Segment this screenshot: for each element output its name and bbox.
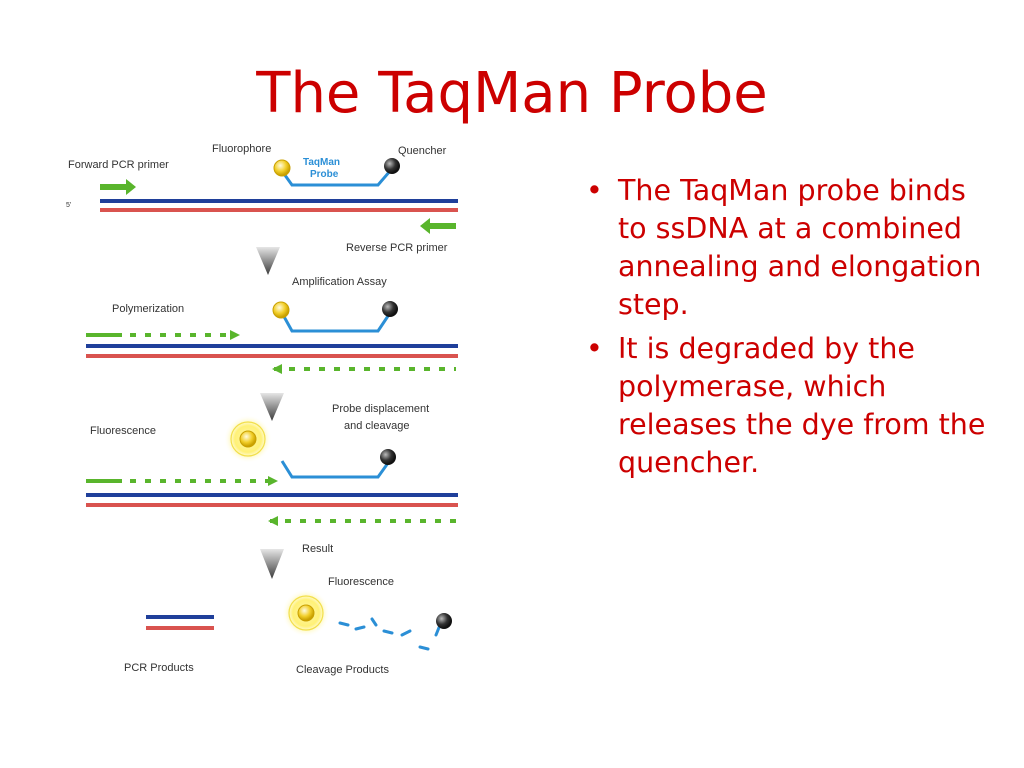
forward-primer-arrow <box>100 179 136 195</box>
down-arrow-icon <box>256 247 280 275</box>
down-arrow-icon <box>260 549 284 579</box>
label-forward-primer: Forward PCR primer <box>68 159 169 171</box>
dna-strand-top <box>86 344 458 348</box>
dna-strand-bottom <box>86 503 458 507</box>
pcr-product-bottom <box>146 626 214 630</box>
label-quencher: Quencher <box>398 145 447 157</box>
label-displacement-2: and cleavage <box>344 420 409 432</box>
quencher-icon <box>436 613 452 629</box>
panel-polymerization: Polymerization <box>86 301 458 374</box>
strand-marker: 5' <box>66 202 71 209</box>
bullet-text: The TaqMan probe binds to ssDNA at a com… <box>618 174 982 321</box>
label-probe-line2: Probe <box>310 169 339 180</box>
label-fluorophore: Fluorophore <box>212 143 271 155</box>
reverse-primer-arrow <box>420 218 456 234</box>
fluorophore-icon <box>239 430 257 448</box>
bullet-dot-icon: • <box>586 174 603 207</box>
label-probe-line1: TaqMan <box>303 157 340 168</box>
probe <box>280 170 392 187</box>
reverse-arrowhead <box>272 364 282 374</box>
glow-ring <box>230 421 266 457</box>
bullet-item: • It is degraded by the polymerase, whic… <box>582 330 1002 482</box>
down-arrow-icon <box>260 393 284 421</box>
label-fluorescence-result: Fluorescence <box>328 576 394 588</box>
probe-fragments <box>338 617 442 651</box>
fluorophore-icon <box>297 604 315 622</box>
slide-title: The TaqMan Probe <box>256 61 768 126</box>
dna-strand-bottom <box>86 354 458 358</box>
quencher-icon <box>384 158 400 174</box>
bullet-text: It is degraded by the polymerase, which … <box>618 332 986 479</box>
dna-strand-top <box>86 493 458 497</box>
probe <box>280 312 392 333</box>
label-cleavage-products: Cleavage Products <box>296 664 389 676</box>
panel-cleavage: Fluorescence <box>86 415 458 526</box>
label-polymerization: Polymerization <box>112 303 184 315</box>
panel-result: Fluorescence PCR Products Cleavage Produ… <box>124 576 452 676</box>
bullet-item: • The TaqMan probe binds to ssDNA at a c… <box>582 172 1002 324</box>
label-amplification: Amplification Assay <box>292 276 387 288</box>
fluorophore-icon <box>273 159 291 177</box>
extension-arrowhead <box>230 330 240 340</box>
fluorophore-icon <box>272 301 290 319</box>
glow-ring <box>288 595 324 631</box>
label-reverse-primer: Reverse PCR primer <box>346 242 448 254</box>
pcr-product-top <box>146 615 214 619</box>
bullet-list: • The TaqMan probe binds to ssDNA at a c… <box>582 172 1002 488</box>
extension-arrowhead <box>268 476 278 486</box>
reverse-arrowhead <box>268 516 278 526</box>
label-displacement-1: Probe displacement <box>332 403 429 415</box>
label-fluorescence: Fluorescence <box>90 425 156 437</box>
dna-strand-bottom <box>100 208 458 212</box>
probe-remnant <box>280 460 390 479</box>
panel-annealing: Forward PCR primer Fluorophore TaqMan Pr… <box>66 143 458 254</box>
dna-strand-top <box>100 199 458 203</box>
label-pcr-products: PCR Products <box>124 662 194 674</box>
quencher-icon <box>380 449 396 465</box>
quencher-icon <box>382 301 398 317</box>
bullet-dot-icon: • <box>586 332 603 365</box>
taqman-diagram: Forward PCR primer Fluorophore TaqMan Pr… <box>66 143 458 676</box>
label-result: Result <box>302 543 333 555</box>
